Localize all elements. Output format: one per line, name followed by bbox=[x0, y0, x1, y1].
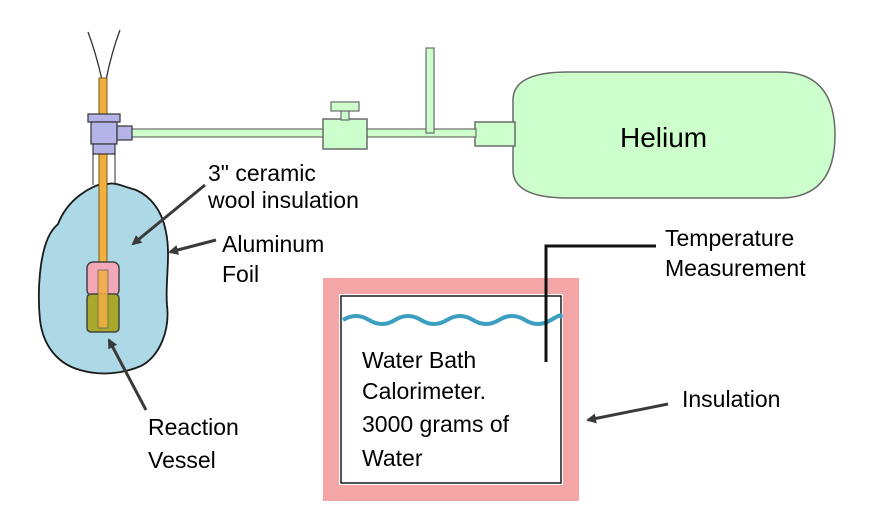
fitting-sideport bbox=[116, 125, 133, 141]
helium-tank bbox=[512, 71, 836, 199]
valve-body bbox=[322, 118, 368, 150]
insulation-label: Insulation bbox=[682, 386, 780, 412]
vessel-label-line2: Vessel bbox=[148, 447, 216, 473]
vessel-label-line1: Reaction bbox=[148, 414, 239, 440]
valve-handle bbox=[330, 101, 360, 112]
helium-pipe bbox=[129, 128, 477, 138]
water-surface-wave bbox=[341, 313, 563, 326]
insulation-arrow bbox=[586, 402, 669, 424]
vessel-arrow bbox=[107, 338, 148, 411]
fitting-lower bbox=[92, 143, 116, 155]
ceramic-label-line1: 3" ceramic bbox=[208, 160, 316, 186]
vessel-inner-tube bbox=[97, 269, 109, 329]
water-bath-box bbox=[340, 295, 562, 484]
temperature-probe bbox=[544, 244, 656, 362]
fitting-body bbox=[90, 121, 118, 145]
temperature-label-line2: Measurement bbox=[665, 255, 806, 281]
vent-pipe bbox=[425, 47, 435, 134]
foil-label-line1: Aluminum bbox=[222, 231, 324, 257]
foil-label-line2: Foil bbox=[222, 261, 259, 287]
bath-label-line2: Calorimeter. bbox=[362, 378, 486, 404]
bath-label-line4: Water bbox=[362, 445, 423, 471]
tank-neck bbox=[474, 121, 516, 147]
ceramic-label-line2: wool insulation bbox=[207, 187, 359, 213]
wire-right bbox=[105, 29, 121, 81]
bath-label-line1: Water Bath bbox=[362, 347, 476, 373]
insulation-frame bbox=[323, 278, 579, 501]
wire-left bbox=[87, 31, 103, 81]
fitting-upper bbox=[87, 113, 121, 123]
helium-label: Helium bbox=[620, 122, 707, 153]
ceramic-arrow bbox=[131, 183, 206, 246]
temperature-label-line1: Temperature bbox=[665, 225, 794, 251]
bath-label-line3: 3000 grams of bbox=[362, 411, 510, 437]
foil-arrow bbox=[168, 238, 217, 255]
